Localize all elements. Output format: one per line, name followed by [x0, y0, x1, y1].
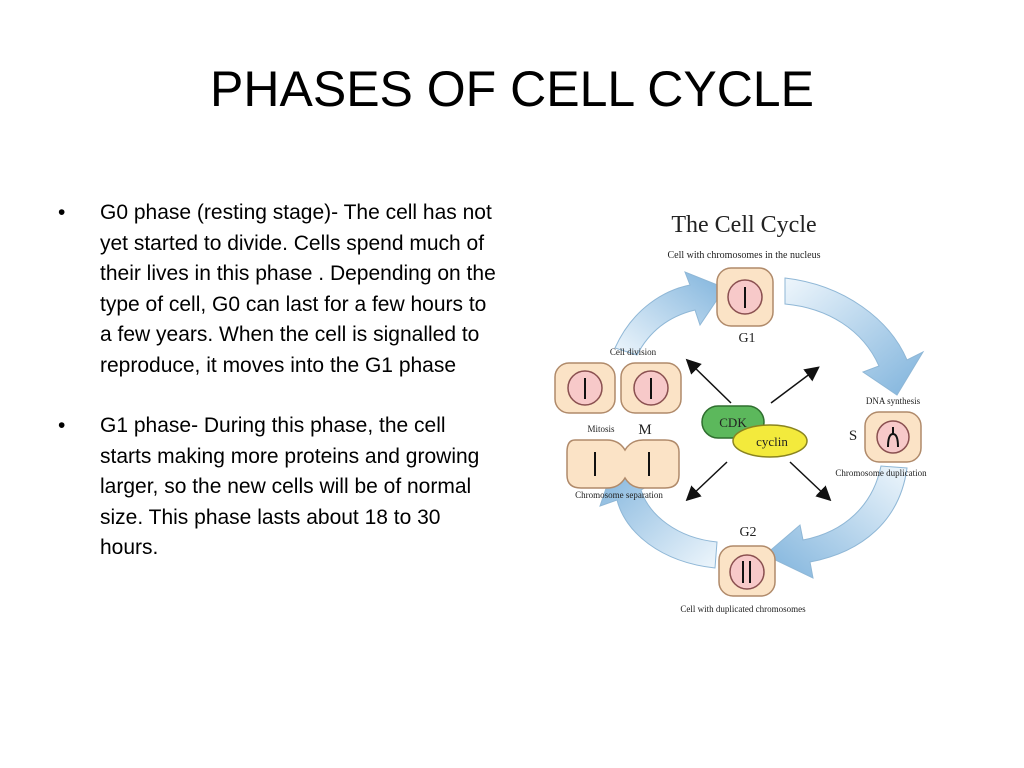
g1-cell	[716, 267, 774, 327]
bullet-item-g0: • G0 phase (resting stage)- The cell has…	[58, 198, 498, 381]
cyclin-label: cyclin	[756, 434, 788, 449]
center-arrow-down-right	[789, 461, 832, 502]
daughter-cells	[554, 362, 682, 414]
center-arrow-up-left	[685, 358, 732, 404]
dna-synthesis-label: DNA synthesis	[866, 396, 921, 406]
chromosome-duplication-label: Chromosome duplication	[835, 468, 927, 478]
top-caption: Cell with chromosomes in the nucleus	[667, 250, 820, 261]
s-cell	[864, 411, 922, 463]
s-label: S	[849, 428, 857, 444]
chromosome-separation-label: Chromosome separation	[575, 490, 663, 500]
slide-title: PHASES OF CELL CYCLE	[210, 61, 814, 117]
m-label: M	[638, 422, 651, 438]
mitosis-label: Mitosis	[587, 424, 615, 434]
bullet-mark: •	[58, 201, 66, 224]
bottom-caption: Cell with duplicated chromosomes	[680, 604, 806, 614]
arrow-s-to-g2	[764, 465, 908, 579]
diagram-title: The Cell Cycle	[671, 212, 816, 238]
cyclin-shape: cyclin	[732, 424, 808, 458]
cdk-label: CDK	[719, 415, 747, 430]
center-arrow-up-right	[770, 366, 820, 404]
bullet-item-g1: • G1 phase- During this phase, the cell …	[58, 411, 498, 564]
bullet-text-g1: G1 phase- During this phase, the cell st…	[100, 414, 480, 559]
center-arrow-down-left	[685, 461, 728, 502]
g2-label: G2	[739, 525, 756, 540]
arrow-g1-to-s	[784, 277, 925, 396]
g1-label: G1	[738, 331, 755, 346]
cell-division-label: Cell division	[610, 347, 657, 357]
cell-cycle-diagram: The Cell Cycle Cell with chromosomes in …	[554, 212, 927, 614]
g2-cell	[718, 545, 776, 597]
arrow-m-to-g1	[614, 271, 726, 356]
bullet-list: • G0 phase (resting stage)- The cell has…	[58, 198, 498, 594]
bullet-text-g0: G0 phase (resting stage)- The cell has n…	[100, 201, 496, 377]
bullet-mark: •	[58, 414, 66, 437]
dividing-cell	[566, 439, 680, 489]
